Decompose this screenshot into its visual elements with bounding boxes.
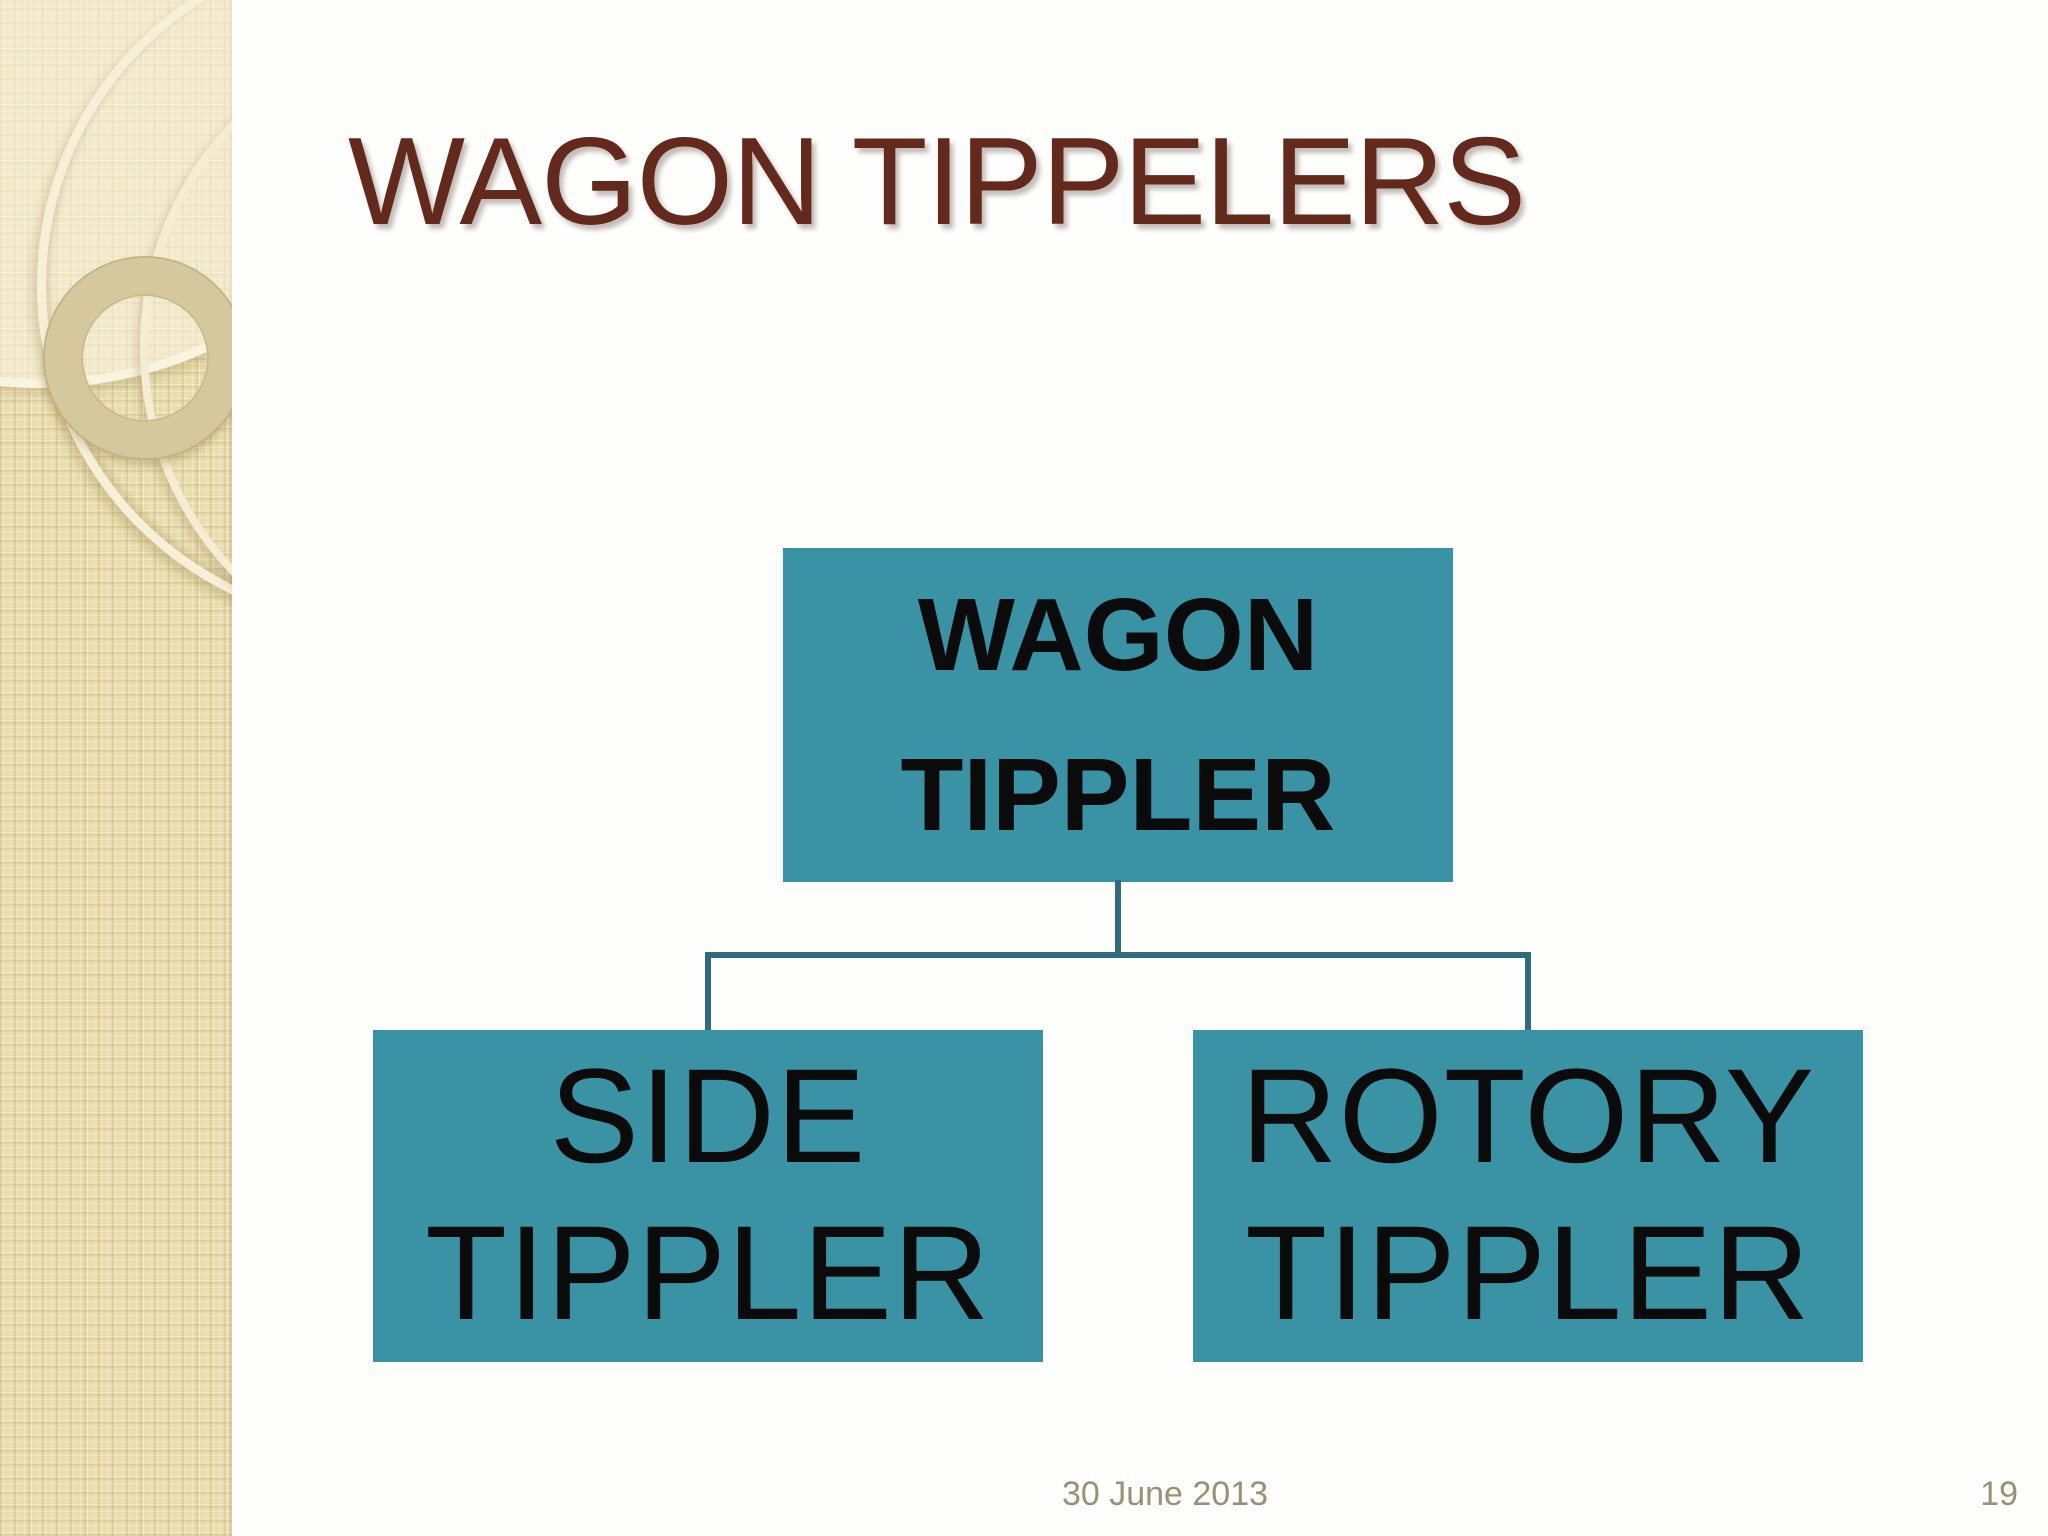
node-side-tippler: SIDE TIPPLER [373,1030,1043,1362]
sidebar-decoration [0,0,232,1536]
page-number: 19 [1980,1475,2018,1513]
slide-title: WAGON TIPPELERS [348,113,1526,251]
connector-drop-right [1525,952,1531,1030]
connector-stub [1115,880,1121,958]
connector-horizontal [705,952,1531,958]
node-wagon-tippler: WAGON TIPPLER [783,548,1453,882]
footer-date: 30 June 2013 [1061,1475,1269,1513]
sidebar-donut-ring-icon [45,258,232,458]
node-rotory-tippler: ROTORY TIPPLER [1193,1030,1863,1362]
connector-drop-left [705,952,711,1030]
